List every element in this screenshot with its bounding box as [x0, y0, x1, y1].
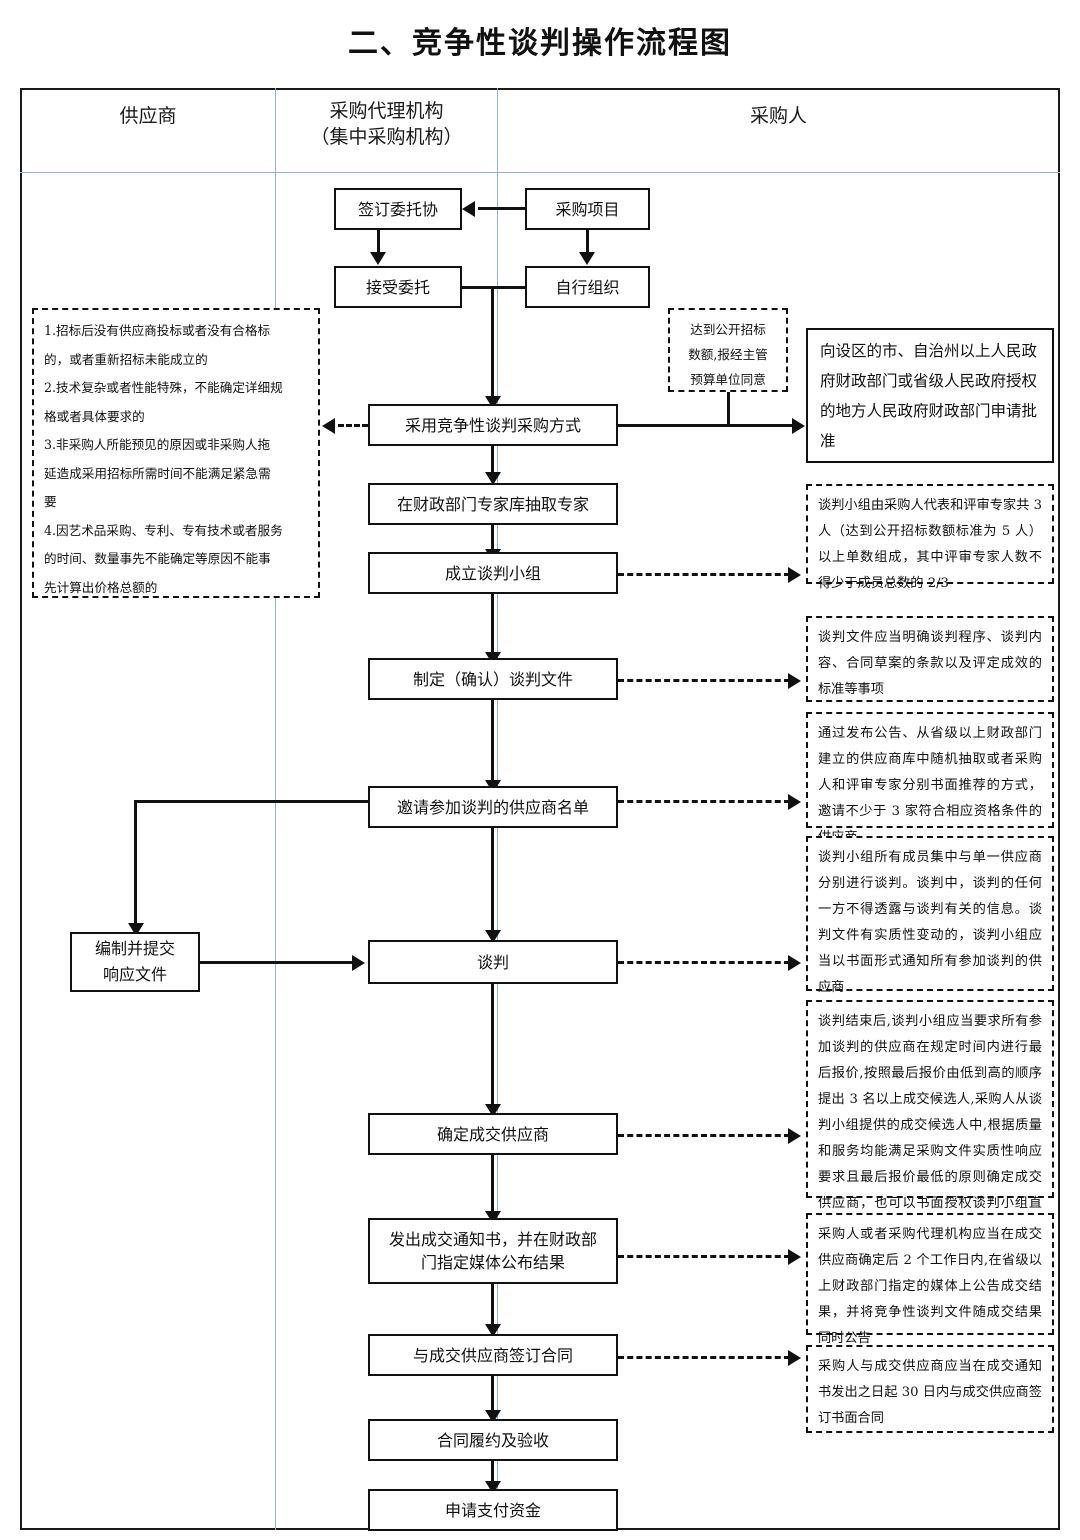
connector-experts-to-team — [491, 525, 494, 551]
box-draw-experts[interactable]: 在财政部门专家库抽取专家 — [368, 483, 618, 525]
connector-team-to-note — [618, 573, 790, 576]
box-apply-payment[interactable]: 申请支付资金 — [368, 1489, 618, 1531]
connector-team-to-documents — [491, 594, 494, 654]
box-negotiate[interactable]: 谈判 — [368, 940, 618, 984]
box-prepare-response-line1: 编制并提交 — [94, 939, 175, 958]
connector-perform-to-payment — [491, 1461, 494, 1483]
note-document-content: 谈判文件应当明确谈判程序、谈判内容、合同草案的条款以及评定成效的标准等事项 — [806, 616, 1054, 702]
connector-sign-to-accept — [377, 230, 380, 254]
connector-invite-to-response-v — [134, 800, 137, 925]
note-conditions-line6: 延造成采用招标所需时间不能满足紧急需 — [44, 465, 271, 481]
note-team-composition: 谈判小组由采购人代表和评审专家共 3 人（达到公开招标数额标准为 5 人）以上单… — [806, 484, 1054, 591]
note-public-threshold-line2: 数额,报经主管 — [688, 347, 768, 362]
note-conditions-line2: 的，或者重新招标未能成立的 — [44, 351, 208, 367]
note-announce-rule: 采购人或者采购代理机构应当在成交供应商确定后 2 个工作日内,在省级以上财政部门… — [806, 1213, 1054, 1346]
box-accept-entrust[interactable]: 接受委托 — [334, 266, 462, 308]
note-conditions-line9: 的时间、数量事先不能确定等原因不能事 — [44, 551, 271, 566]
connector-merge-vertical — [491, 286, 494, 398]
lane-header-purchaser: 采购人 — [749, 105, 807, 127]
box-prepare-response[interactable]: 编制并提交 响应文件 — [70, 932, 200, 992]
box-issue-notice-line2: 门指定媒体公布结果 — [420, 1253, 565, 1272]
note-invite-rule: 通过发布公告、从省级以上财政部门建立的供应商库中随机抽取或者采购人和评审专家分别… — [806, 712, 1054, 845]
connector-winner-to-notice — [491, 1155, 494, 1213]
note-conditions-line3: 2.技术复杂或者性能特殊，不能确定详细规 — [44, 380, 283, 395]
box-adopt-negotiation[interactable]: 采用竞争性谈判采购方式 — [368, 404, 618, 446]
page-title: 二、竞争性谈判操作流程图 — [348, 26, 732, 61]
arrowhead-contract-to-note — [788, 1350, 801, 1366]
box-make-documents[interactable]: 制定（确认）谈判文件 — [368, 658, 618, 700]
connector-contract-to-note — [618, 1356, 790, 1359]
box-invite-list[interactable]: 邀请参加谈判的供应商名单 — [368, 786, 618, 828]
connector-adopt-to-conditions — [338, 424, 368, 427]
lane-header-agency-line2: （集中采购机构） — [310, 126, 463, 148]
arrowhead-project-to-sign — [462, 201, 475, 217]
arrowhead-adopt-to-conditions — [322, 418, 335, 434]
lane-header-supplier: 供应商 — [119, 105, 177, 127]
arrowhead-invite-to-note — [788, 794, 801, 810]
connector-negotiate-to-note — [618, 961, 790, 964]
box-self-organize[interactable]: 自行组织 — [525, 266, 650, 308]
note-conditions: 1.招标后没有供应商投标或者没有合格标 的，或者重新招标未能成立的 2.技术复杂… — [32, 308, 320, 598]
connector-invite-to-response-h — [134, 800, 368, 803]
connector-notice-to-contract — [491, 1284, 494, 1326]
arrowhead-adopt-to-approval — [792, 418, 805, 434]
arrowhead-documents-to-note — [788, 673, 801, 689]
note-public-threshold-line1: 达到公开招标 — [690, 322, 766, 337]
box-procurement-project[interactable]: 采购项目 — [525, 188, 650, 230]
box-prepare-response-line2: 响应文件 — [102, 965, 167, 984]
lane-header-agency: 采购代理机构 （集中采购机构） — [277, 98, 496, 150]
box-apply-approval[interactable]: 向设区的市、自治州以上人民政府财政部门或省级人民政府授权的地方人民政府财政部门申… — [806, 328, 1054, 463]
connector-adopt-to-experts — [491, 446, 494, 474]
note-contract-rule: 采购人与成交供应商应当在成交通知书发出之日起 30 日内与成交供应商签订书面合同 — [806, 1345, 1054, 1433]
box-determine-winner[interactable]: 确定成交供应商 — [368, 1113, 618, 1155]
arrowhead-project-to-self — [579, 252, 595, 265]
connector-winner-to-note — [618, 1134, 790, 1137]
note-public-threshold: 达到公开招标 数额,报经主管 预算单位同意 — [668, 308, 788, 392]
note-conditions-line7: 要 — [44, 494, 57, 509]
note-conditions-line1: 1.招标后没有供应商投标或者没有合格标 — [44, 323, 271, 338]
connector-documents-to-invite — [491, 700, 494, 782]
connector-invite-to-negotiate — [491, 828, 494, 932]
connector-threshold-stub — [727, 392, 730, 424]
connector-documents-to-note — [618, 679, 790, 682]
lane-divider-1 — [275, 88, 276, 1530]
connector-project-to-sign — [478, 207, 525, 210]
box-issue-notice[interactable]: 发出成交通知书，并在财政部 门指定媒体公布结果 — [368, 1218, 618, 1284]
connector-negotiate-to-winner — [491, 984, 494, 1106]
connector-adopt-to-approval — [618, 424, 794, 427]
connector-project-to-self — [586, 230, 589, 254]
arrowhead-negotiate-to-note — [788, 955, 801, 971]
box-sign-entrust[interactable]: 签订委托协 — [334, 188, 462, 230]
note-conditions-line4: 格或者具体要求的 — [44, 408, 145, 424]
arrowhead-notice-to-contract — [485, 1324, 501, 1337]
box-perform-accept[interactable]: 合同履约及验收 — [368, 1419, 618, 1461]
note-negotiate-rule: 谈判小组所有成员集中与单一供应商分别进行谈判。谈判中，谈判的任何一方不得透露与谈… — [806, 836, 1054, 995]
connector-notice-to-note — [618, 1255, 790, 1258]
note-conditions-line10: 先计算出价格总额的 — [44, 579, 158, 595]
arrowhead-notice-to-note — [788, 1249, 801, 1265]
box-issue-notice-line1: 发出成交通知书，并在财政部 — [388, 1230, 597, 1249]
note-final-offer-rule: 谈判结束后,谈判小组应当要求所有参加谈判的供应商在规定时间内进行最后报价,按照最… — [806, 1000, 1054, 1237]
note-conditions-line5: 3.非采购人所能预见的原因或非采购人拖 — [44, 437, 271, 452]
connector-contract-to-perform — [491, 1376, 494, 1412]
arrowhead-adopt-to-experts — [485, 472, 501, 485]
lane-header-agency-line1: 采购代理机构 — [329, 100, 444, 122]
arrowhead-winner-to-note — [788, 1128, 801, 1144]
box-sign-contract[interactable]: 与成交供应商签订合同 — [368, 1334, 618, 1376]
arrowhead-response-to-negotiate — [352, 955, 365, 971]
connector-response-to-negotiate — [200, 961, 354, 964]
arrowhead-team-to-note — [788, 567, 801, 583]
box-form-team[interactable]: 成立谈判小组 — [368, 552, 618, 594]
note-conditions-line8: 4.因艺术品采购、专利、专有技术或者服务 — [44, 522, 283, 538]
connector-invite-to-note — [618, 800, 790, 803]
lane-header-divider — [20, 172, 1060, 173]
arrowhead-invite-to-negotiate — [485, 930, 501, 943]
arrowhead-sign-to-accept — [370, 252, 386, 265]
note-public-threshold-line3: 预算单位同意 — [690, 372, 766, 387]
